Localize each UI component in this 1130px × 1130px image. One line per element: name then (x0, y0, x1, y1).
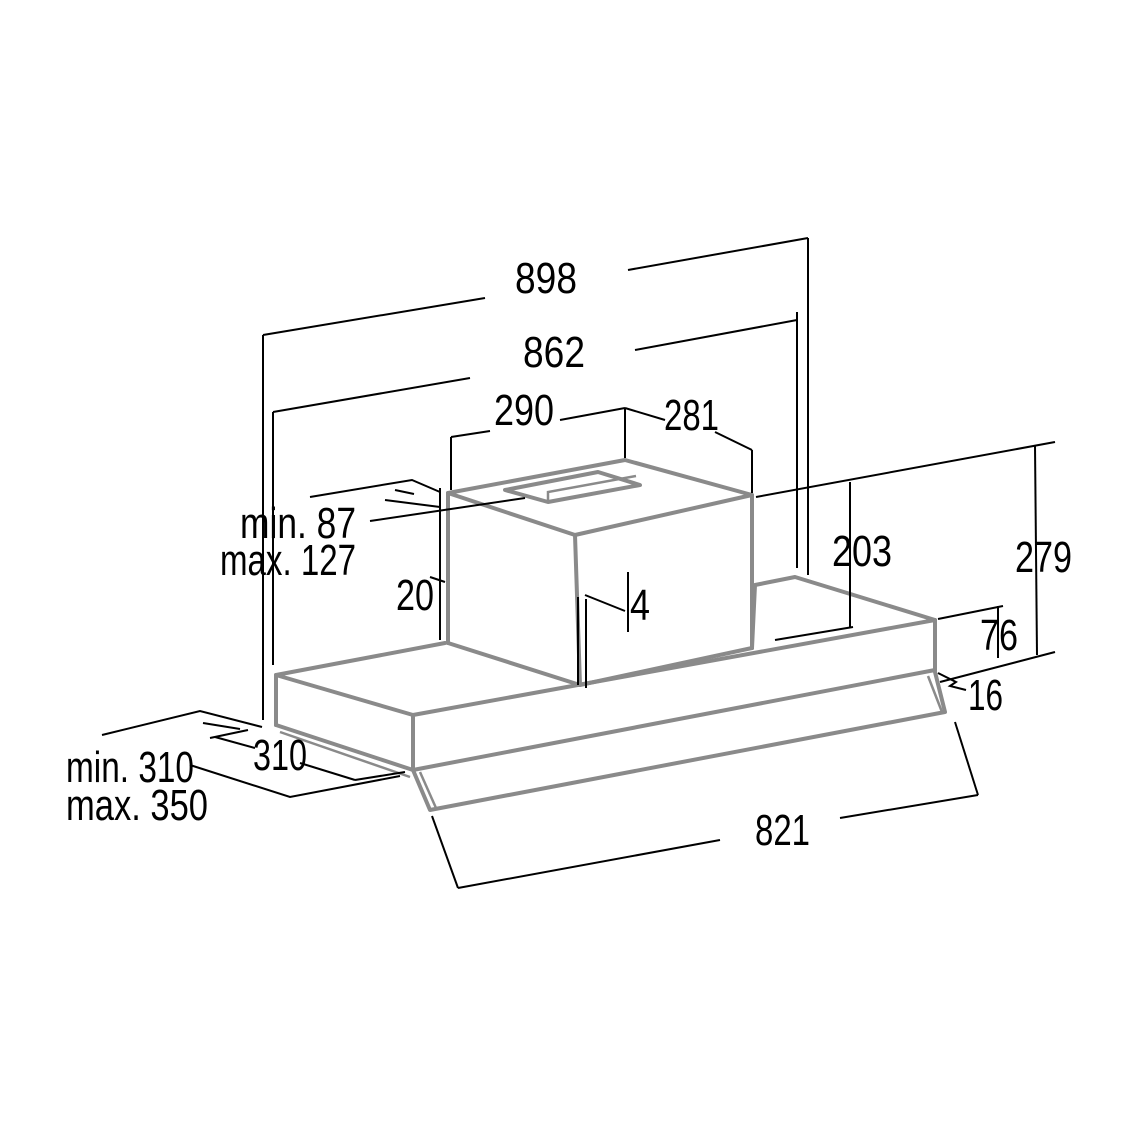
dimension-lines (101, 237, 1056, 889)
label-overall-width: 898 (515, 254, 577, 303)
outlet-vent (503, 470, 642, 504)
label-top-offset-max: max. 127 (220, 536, 356, 585)
label-box-depth: 281 (664, 391, 719, 440)
label-inner-width: 862 (523, 328, 585, 377)
label-canopy-height: 76 (980, 611, 1018, 660)
label-top-offset-min: min. 87 (240, 499, 356, 548)
label-side-offset: 20 (396, 571, 434, 620)
hood-body (274, 458, 947, 812)
label-canopy-depth: 310 (253, 731, 307, 780)
label-box-height: 203 (832, 527, 892, 576)
label-depth-min: min. 310 (66, 743, 194, 792)
visor-edge-right (926, 675, 944, 713)
label-box-offset: 4 (630, 581, 650, 630)
motor-box-bottom (446, 641, 754, 687)
canopy-bottom-inner (279, 730, 411, 779)
canopy-back-left-edge (274, 641, 447, 677)
label-front-width: 821 (755, 806, 810, 855)
outlet-vent-flange (546, 474, 637, 502)
label-depth-max: max. 350 (66, 781, 208, 830)
dimension-labels: 898 862 290 281 min. 87 max. 127 20 4 20… (66, 254, 1072, 855)
front-visor (411, 670, 947, 812)
label-total-height: 279 (1015, 533, 1072, 582)
label-lip-height: 16 (968, 671, 1003, 720)
visor-edge (418, 771, 438, 809)
label-box-width: 290 (494, 386, 554, 435)
canopy-bottom-edge (274, 668, 937, 772)
canopy-top-face (274, 618, 937, 727)
